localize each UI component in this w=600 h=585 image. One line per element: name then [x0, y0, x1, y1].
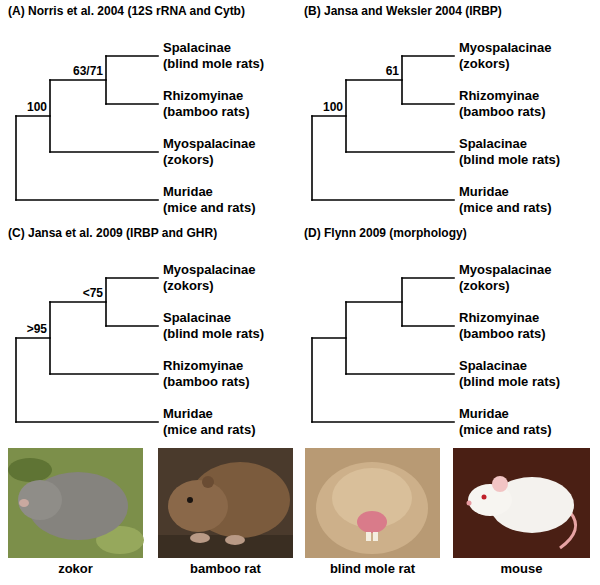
tree-branch [346, 373, 454, 375]
tree-branch [106, 325, 158, 327]
tree-branch [402, 277, 454, 279]
panel-heading: (D) Flynn 2009 (morphology) [304, 226, 467, 241]
bamboo-rat-foot [225, 535, 245, 545]
dark-ground [453, 448, 590, 558]
dark-ground [158, 448, 293, 558]
tree-branch [106, 55, 158, 57]
photo-caption: blind mole rat [330, 561, 415, 577]
mouse-nose [467, 501, 472, 506]
photo-caption: bamboo rat [190, 561, 261, 577]
photo-caption: mouse [501, 561, 543, 577]
mole-rat-tooth [366, 532, 371, 541]
taxon-label: Myospalacinae (zokors) [163, 262, 256, 294]
mouse-photo [453, 448, 590, 558]
taxon-label: Myospalacinae (zokors) [163, 136, 256, 168]
zokor-head [18, 480, 62, 520]
tree-branch [312, 199, 454, 201]
panel-heading: (C) Jansa et al. 2009 (IRBP and GHR) [8, 226, 217, 241]
mole-rat-tooth [373, 532, 378, 541]
tree-branch [346, 79, 402, 81]
taxon-label: Muridae (mice and rats) [163, 406, 255, 438]
tree-branch [311, 338, 313, 422]
support-value: >95 [27, 322, 47, 336]
tree-branch [402, 325, 454, 327]
tree-branch [16, 421, 158, 423]
tree-branch [346, 151, 454, 153]
tree-branch [15, 116, 17, 200]
bamboo-rat-photo [158, 448, 293, 558]
taxon-label: Rhizomyinae (bamboo rats) [459, 310, 546, 342]
photo-caption: zokor [58, 561, 93, 577]
tree-branch [50, 373, 158, 375]
blind-mole-rat-photo [305, 448, 440, 558]
floor [158, 535, 293, 558]
bamboo-rat-ear [202, 476, 214, 488]
tree-branch [50, 301, 106, 303]
taxon-label: Rhizomyinae (bamboo rats) [459, 88, 546, 120]
support-value: 100 [323, 100, 343, 114]
tree-branch [16, 199, 158, 201]
tree-branch [16, 337, 50, 339]
tree-branch [106, 277, 158, 279]
taxon-label: Spalacinae (blind mole rats) [459, 358, 560, 390]
panel-heading: (B) Jansa and Weksler 2004 (IRBP) [304, 4, 502, 19]
support-value: 61 [386, 64, 399, 78]
tree-branch [16, 115, 50, 117]
panel-heading: (A) Norris et al. 2004 (12S rRNA and Cyt… [8, 4, 245, 19]
tree-branch [50, 151, 158, 153]
taxon-label: Spalacinae (blind mole rats) [163, 40, 264, 72]
tree-branch [106, 103, 158, 105]
taxon-label: Muridae (mice and rats) [459, 184, 551, 216]
tree-branch [50, 79, 106, 81]
mouse-ear [492, 476, 508, 492]
taxon-label: Muridae (mice and rats) [459, 406, 551, 438]
taxon-label: Myospalacinae (zokors) [459, 40, 552, 72]
taxon-label: Muridae (mice and rats) [163, 184, 255, 216]
tree-branch [346, 301, 402, 303]
tree-branch [402, 103, 454, 105]
tree-branch [15, 338, 17, 422]
taxon-label: Rhizomyinae (bamboo rats) [163, 358, 250, 390]
bamboo-rat-foot [190, 533, 210, 543]
taxon-label: Myospalacinae (zokors) [459, 262, 552, 294]
tree-branch [312, 421, 454, 423]
mole-rat-nose [357, 511, 387, 533]
tree-branch [402, 55, 454, 57]
zokor-nose [19, 499, 29, 507]
mole-rat-body [316, 462, 428, 554]
mouse-eye [482, 495, 487, 500]
tree-branch [312, 115, 346, 117]
support-value: 63/71 [73, 64, 103, 78]
taxon-label: Rhizomyinae (bamboo rats) [163, 88, 250, 120]
bamboo-rat-head [168, 480, 228, 532]
taxon-label: Spalacinae (blind mole rats) [163, 310, 264, 342]
support-value: 100 [27, 100, 47, 114]
grass-ground [8, 448, 143, 558]
sand-ground [305, 448, 440, 558]
tree-branch [312, 337, 346, 339]
support-value: <75 [83, 286, 103, 300]
taxon-label: Spalacinae (blind mole rats) [459, 136, 560, 168]
bamboo-rat-eye [187, 497, 193, 503]
grass-patch [8, 458, 52, 482]
zokor-photo [8, 448, 144, 558]
tree-branch [311, 116, 313, 200]
